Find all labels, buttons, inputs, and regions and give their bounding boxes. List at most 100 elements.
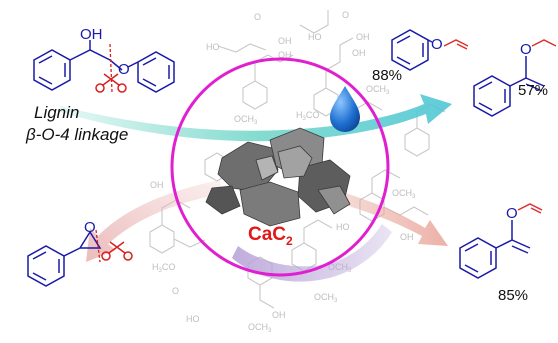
epoxide-oxygen: O: [84, 219, 96, 236]
lignin-aromatic-bond-4: [142, 57, 157, 66]
bg-label-och3-5-main: OCH: [314, 292, 334, 302]
bg-label-h3co-1-sub: 3: [303, 116, 307, 122]
epoxide-aromatic-bond-1: [32, 251, 47, 260]
bg-label-h3co-2: H3CO: [152, 262, 175, 274]
pve-benzene: [391, 29, 429, 71]
rock-5: [277, 145, 313, 179]
bg-label-o-3: O: [172, 286, 179, 296]
lignin-aromatic-bond-1: [38, 55, 53, 64]
pve-aromatic-bond-3: [396, 56, 411, 65]
bg-label-och3-2: OCH3: [366, 84, 390, 96]
scissors-blade-4: [109, 241, 126, 254]
pvve-top-oxygen: O: [520, 41, 532, 58]
bg-label-oh-1: OH: [278, 36, 292, 46]
product-vinyl-ether-bottom: [459, 220, 531, 279]
pve-o-bond: [427, 39, 433, 43]
pvve-bottom-aromatic-bond-3: [464, 264, 479, 273]
pvve-top-methylene-double: [525, 83, 543, 92]
bg-label-h3co-1: H3CO: [296, 110, 319, 122]
arrow-bottom-lavender: [232, 224, 392, 282]
scissors-blade-2: [103, 73, 120, 86]
bg-label-ho-4: HO: [186, 314, 200, 324]
pvve-top-benzene: [473, 75, 511, 117]
pvve-top-aromatic-bond-3: [478, 102, 493, 111]
bg-ring-5: [149, 224, 175, 254]
bg-label-och3-6: OCH3: [248, 322, 272, 334]
pvve-bottom-benzene: [459, 237, 497, 279]
yield-85: 85%: [498, 287, 528, 304]
pvve-bottom-vinyl-double: [530, 207, 542, 214]
bg-label-ho-2: HO: [308, 32, 322, 42]
bg-chain-4: [371, 169, 401, 193]
pvve-bottom-oxygen: O: [506, 205, 518, 222]
bg-label-h3co-1-end: CO: [306, 110, 320, 120]
pve-vinyl-double: [456, 43, 468, 50]
arrow-right-salmon: [318, 186, 448, 246]
bg-chain-6: [259, 285, 275, 309]
yield-57: 57%: [518, 82, 548, 99]
pvve-top-vinyl: [531, 39, 557, 47]
pvve-bottom-aromatic-bond-1: [464, 243, 479, 252]
bg-label-h3co-2-sub: 3: [159, 268, 163, 274]
calcium-carbide-rocks-icon: [205, 127, 351, 227]
bg-label-och3-4-sub: 3: [348, 268, 352, 274]
bg-ring-3: [404, 127, 430, 157]
reagent-label-sub: 2: [286, 234, 293, 248]
epoxide-benzene: [27, 245, 65, 287]
bg-label-och3-5: OCH3: [314, 292, 338, 304]
bg-label-och3-6-main: OCH: [248, 322, 268, 332]
lignin-ether-oxygen: O: [118, 61, 130, 78]
yield-88: 88%: [372, 67, 402, 84]
lignin-chain: [69, 49, 123, 71]
product-phenyl-vinyl-ether: [391, 29, 433, 71]
scissors-handle-3: [101, 251, 111, 261]
bg-label-och3-1-sub: 3: [254, 120, 258, 126]
reagent-label: CaC2: [248, 224, 293, 248]
pvve-top-aromatic-bond-1: [478, 81, 493, 90]
rock-6: [205, 185, 241, 215]
bg-label-och3-1-main: OCH: [234, 114, 254, 124]
bg-label-ho-1: HO: [206, 42, 220, 52]
arrow-top-teal: [60, 94, 452, 142]
epoxide-aromatic-bond-3: [32, 272, 47, 281]
reaction-center-ring: [170, 57, 390, 277]
rock-8: [255, 155, 279, 181]
pvve-bottom-methylene: [511, 239, 531, 249]
bg-label-och3-5-sub: 3: [334, 298, 338, 304]
bg-label-oh-7: OH: [150, 180, 164, 190]
pvve-top-methylene: [525, 77, 545, 87]
lignin-cleavage-dash: [109, 43, 113, 93]
bg-chain-7: [303, 219, 333, 243]
bg-ring-1: [242, 80, 268, 110]
reagent-label-main: CaC: [248, 224, 286, 245]
pve-aromatic-bond-1: [396, 35, 411, 44]
pvve-top-link: [509, 77, 527, 87]
bg-label-och3-6-sub: 3: [268, 328, 272, 334]
water-drop-icon: [330, 86, 360, 132]
bg-label-oh-2: OH: [278, 50, 292, 60]
bg-label-h3co-2-main: H: [152, 262, 159, 272]
pvve-bottom-vinyl: [517, 203, 543, 211]
bg-label-oh-5: OH: [400, 232, 414, 242]
bg-label-oh-4: OH: [352, 48, 366, 58]
scissors-handle-1: [95, 83, 105, 93]
bg-chain-13: [299, 10, 329, 34]
bg-label-oh-6: OH: [272, 310, 286, 320]
bg-label-oh-3: OH: [356, 32, 370, 42]
epoxide-ring: [79, 230, 102, 249]
epoxide-phenyl-bond: [63, 247, 81, 257]
bg-label-och3-2-sub: 3: [386, 90, 390, 96]
lignin-benzene-left: [33, 49, 71, 91]
bg-label-ho-3: HO: [336, 222, 350, 232]
lignin-hydroxyl-label: OH: [80, 26, 103, 43]
pvve-bottom-methylene-double: [511, 245, 529, 254]
scissors-icon: [95, 73, 127, 93]
pve-vinyl-group: [443, 39, 469, 47]
lignin-label: Lignin: [34, 103, 79, 122]
background-lignin-labels: OH HO OH O HO OH O OH OCH3 H3CO OCH3 OCH…: [150, 10, 416, 334]
bg-label-och3-3: OCH3: [392, 188, 416, 200]
lignin-aromatic-bond-6: [142, 78, 157, 87]
bg-label-och3-3-main: OCH: [392, 188, 412, 198]
scissors-handle-2: [117, 83, 127, 93]
